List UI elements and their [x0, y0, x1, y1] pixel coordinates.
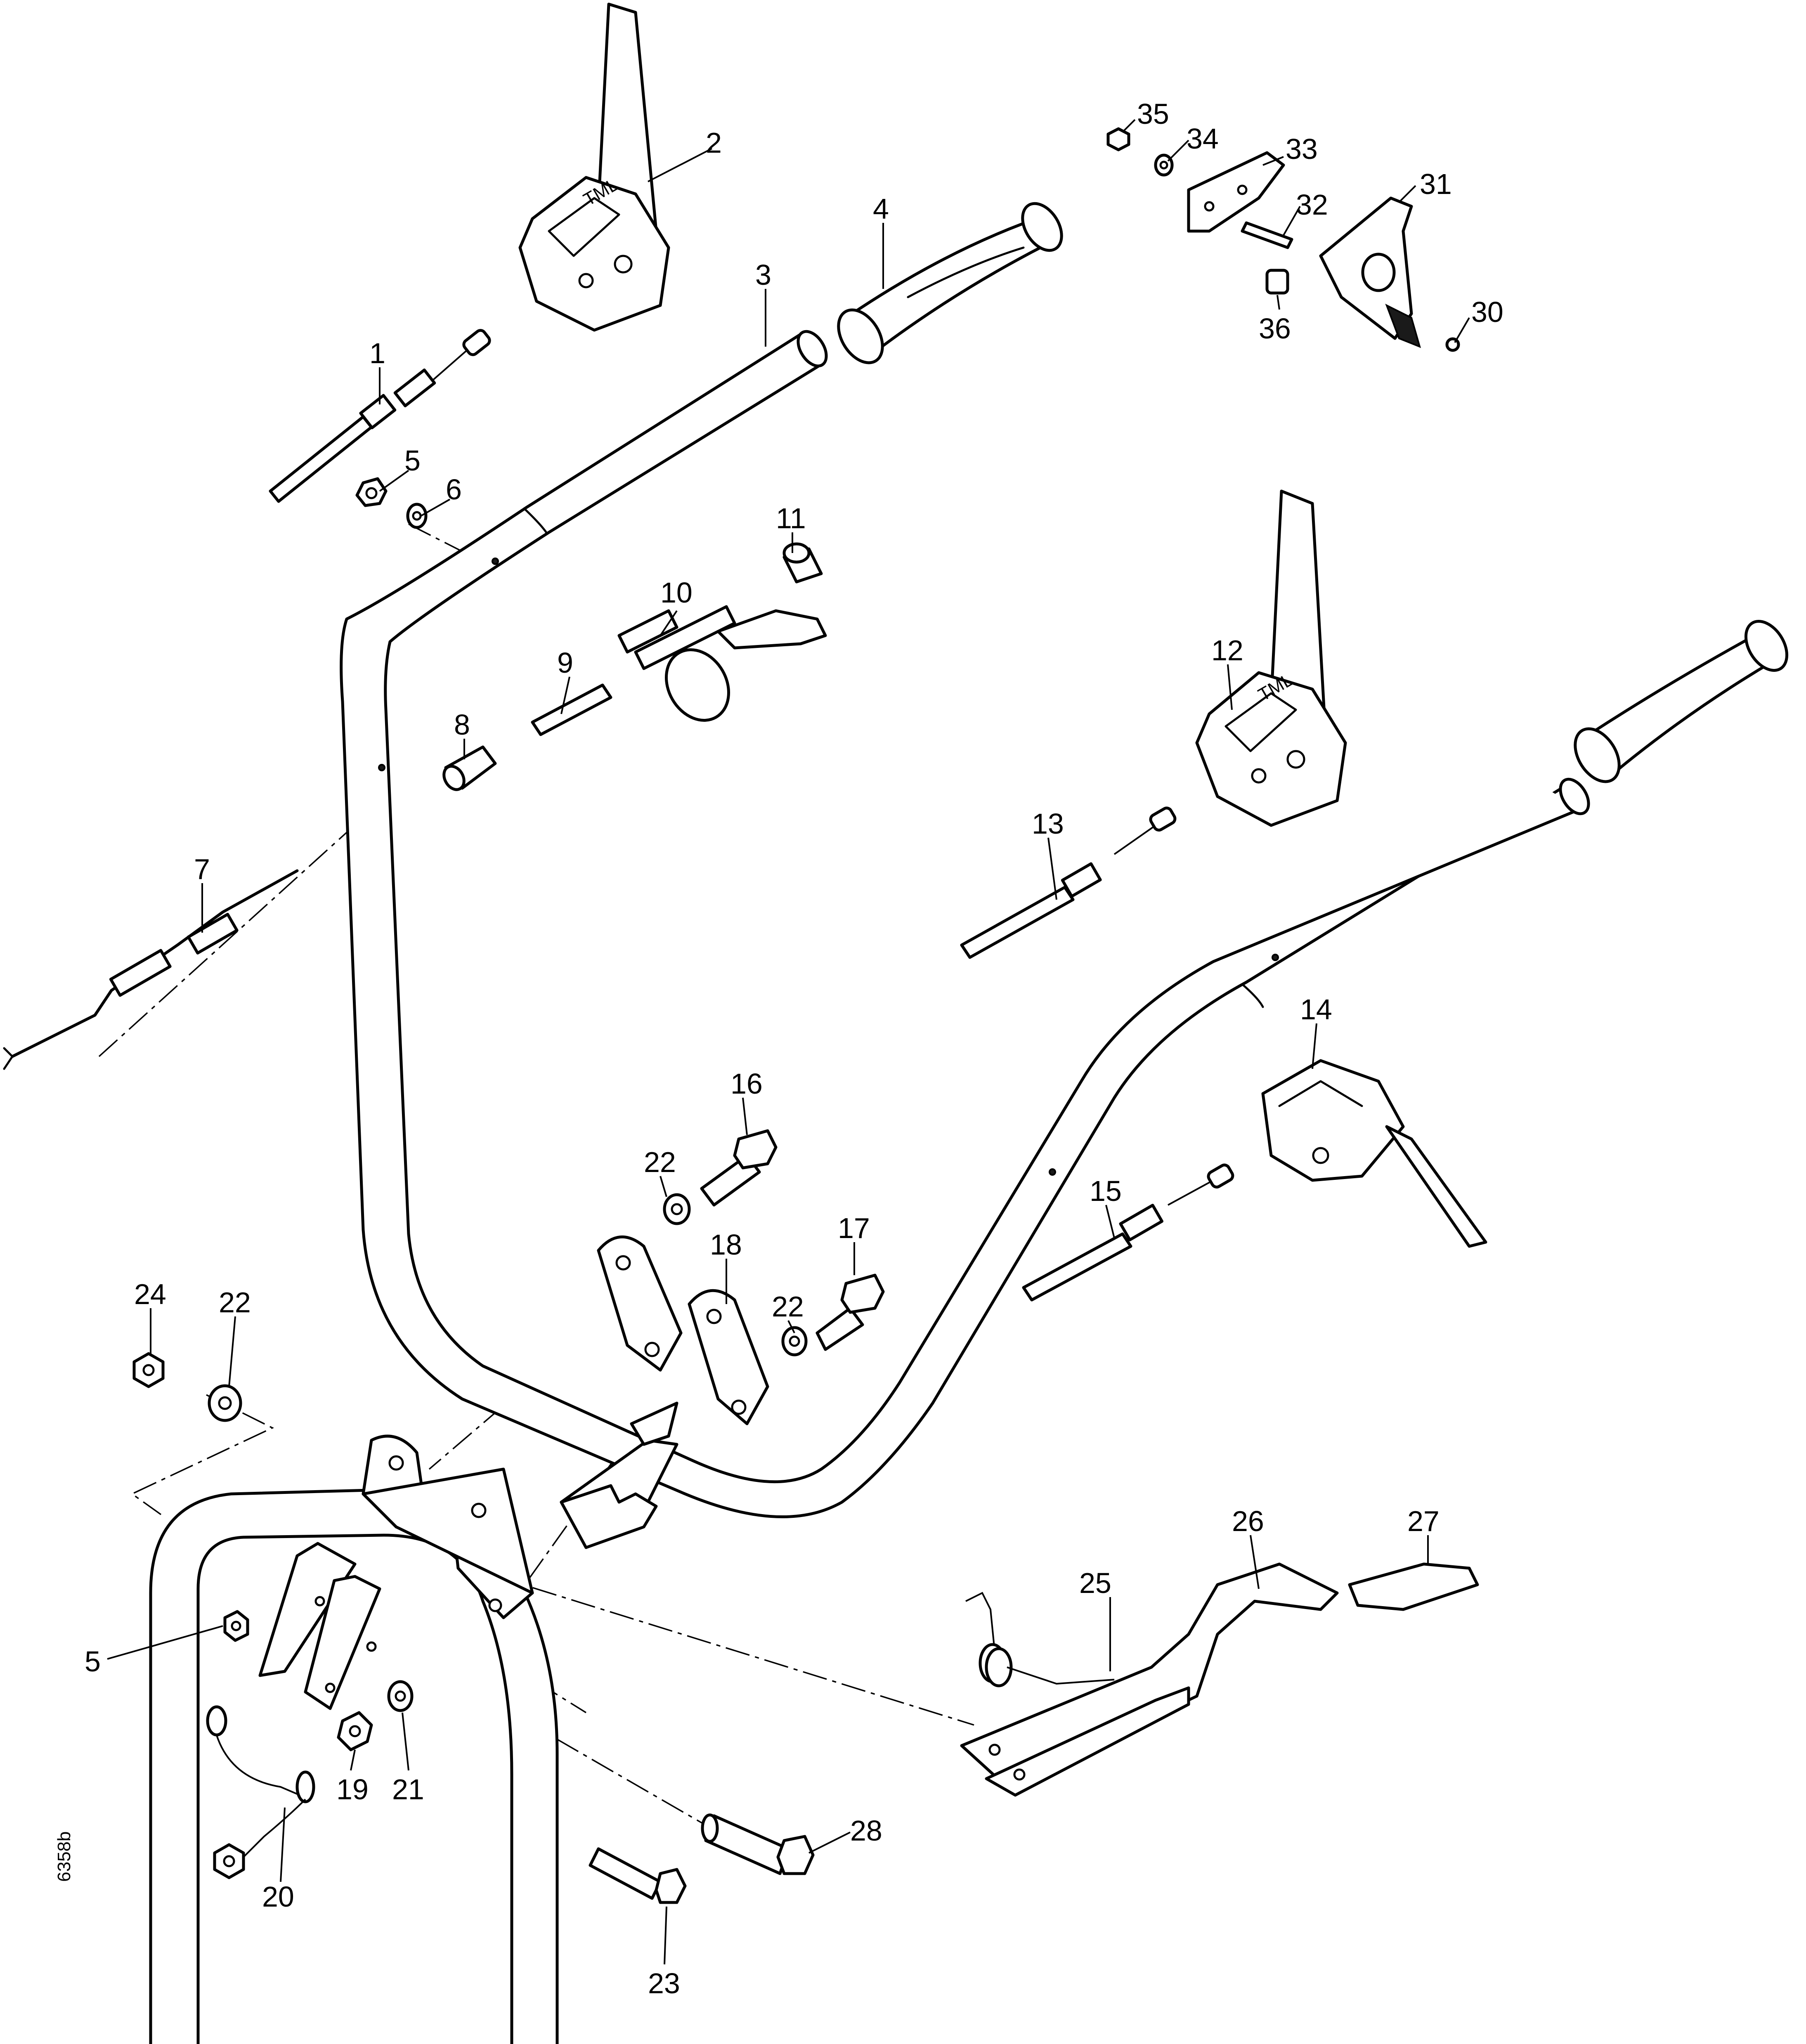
callout-4: 4: [873, 193, 889, 225]
washer-6: [406, 503, 428, 529]
callout-3: 3: [755, 259, 771, 291]
callout-24: 24: [134, 1278, 166, 1310]
callout-2: 2: [706, 127, 722, 159]
callout-22-middle: 22: [772, 1290, 804, 1323]
screw-32: [1241, 221, 1293, 249]
leader-lines: [107, 119, 1470, 1965]
callout-14: 14: [1300, 993, 1332, 1026]
main-handle-tube: [340, 330, 1590, 1519]
switch-31: [1319, 196, 1421, 348]
callout-35: 35: [1137, 98, 1169, 130]
lever-assembly-12: TML: [1195, 489, 1347, 827]
callout-8: 8: [454, 709, 470, 741]
pin-9: [531, 683, 612, 736]
callout-33: 33: [1286, 133, 1318, 165]
cable-1: [269, 329, 491, 503]
callout-17: 17: [838, 1212, 870, 1244]
callout-16: 16: [730, 1068, 763, 1100]
cable-13: [960, 806, 1177, 959]
bolt-28: [701, 1813, 815, 1875]
callout-6: 6: [446, 473, 462, 506]
washer-22-middle: [781, 1326, 808, 1356]
callout-23: 23: [648, 1967, 680, 1999]
lanyard-20: [206, 1705, 315, 1879]
lever-assembly-2: TML: [518, 2, 670, 332]
callout-31: 31: [1420, 168, 1452, 200]
drawing-code: 6358b: [54, 1831, 74, 1882]
pedal-pad-27: [1348, 1562, 1479, 1611]
bolt-23: [589, 1847, 687, 1904]
callout-5-lower: 5: [85, 1645, 101, 1678]
callout-21: 21: [392, 1773, 424, 1805]
callout-25: 25: [1079, 1567, 1111, 1599]
callout-13: 13: [1032, 808, 1064, 840]
nut-36: [1265, 269, 1289, 295]
callout-20: 20: [262, 1881, 294, 1913]
cable-7: [3, 869, 299, 1070]
callout-1: 1: [369, 337, 385, 369]
washer-21: [387, 1680, 414, 1712]
pedal-lever-26: [960, 1562, 1339, 1797]
callout-18: 18: [710, 1229, 742, 1261]
callout-labels: 1 2 3 4 5 5 6 7 8 9 10 11 12 13 14 15 16…: [85, 98, 1503, 1999]
bushing-11: [782, 542, 823, 584]
grip-4: [837, 202, 1063, 364]
callout-15: 15: [1090, 1175, 1122, 1207]
callout-32: 32: [1296, 189, 1328, 221]
washer-22-left: [208, 1384, 242, 1422]
nut-5-top: [355, 477, 388, 507]
bolt-16: [700, 1129, 778, 1207]
lever-assembly-14: [1261, 1059, 1487, 1248]
callout-36: 36: [1259, 312, 1291, 345]
callout-10: 10: [660, 577, 693, 609]
nut-35: [1106, 127, 1130, 151]
callout-5-top: 5: [404, 444, 421, 477]
callout-34: 34: [1187, 123, 1219, 155]
nut-19: [337, 1711, 373, 1751]
cable-15: [1022, 1163, 1234, 1302]
washer-22-upper: [663, 1193, 691, 1225]
callout-7: 7: [194, 853, 210, 885]
callout-9: 9: [557, 647, 573, 679]
lower-mount-brackets: [258, 1434, 534, 1710]
grip-right: [1574, 620, 1789, 783]
callout-12: 12: [1211, 634, 1243, 666]
callout-30: 30: [1471, 296, 1503, 328]
clamp-plates-18: [597, 1235, 769, 1425]
callout-22-left: 22: [219, 1286, 251, 1319]
callout-26: 26: [1232, 1505, 1264, 1537]
spring-25: [965, 1592, 1115, 1687]
nut-5-lower: [223, 1610, 249, 1642]
ratchet-bracket: [560, 1401, 678, 1549]
callout-11: 11: [776, 502, 806, 534]
callout-28: 28: [850, 1815, 882, 1847]
ferrule-8: [442, 745, 497, 791]
callout-22-upper: 22: [644, 1146, 676, 1178]
callout-27: 27: [1407, 1505, 1440, 1537]
nut-24: [132, 1352, 165, 1388]
throttle-lever-10: [617, 605, 827, 722]
bolt-17: [816, 1274, 885, 1351]
callout-19: 19: [336, 1773, 369, 1805]
plate-33: [1187, 151, 1285, 233]
